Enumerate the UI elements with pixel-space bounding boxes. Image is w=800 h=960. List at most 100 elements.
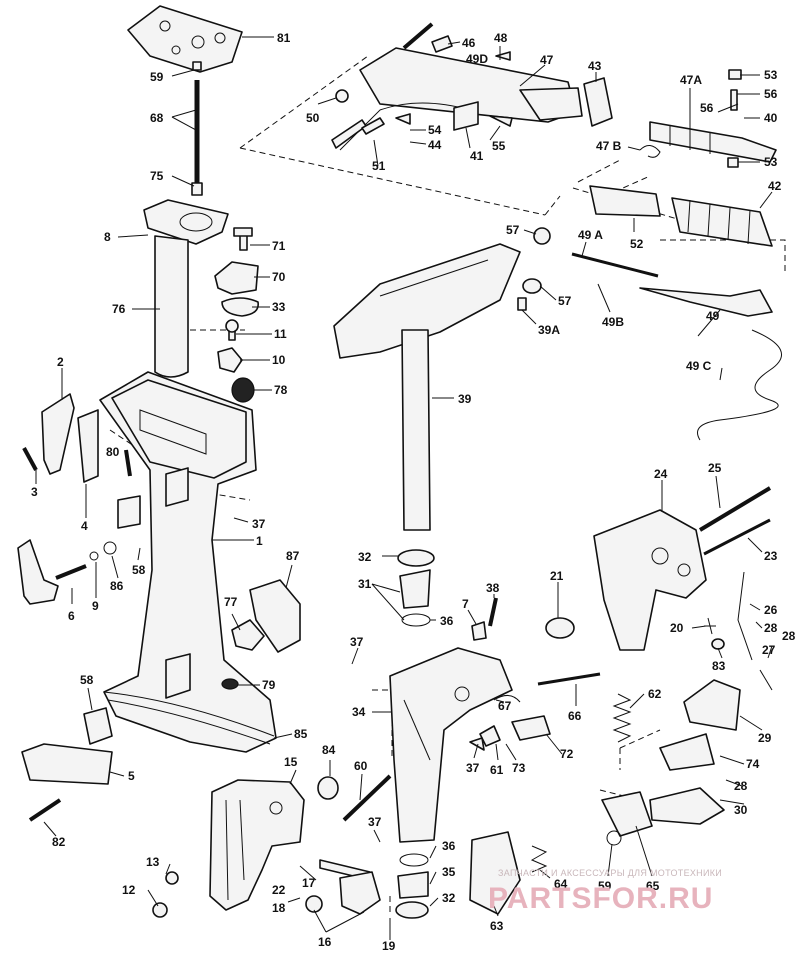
label-58-lower: 58 (80, 673, 94, 687)
label-76: 76 (112, 302, 126, 316)
label-26: 26 (764, 603, 778, 617)
label-42: 42 (768, 179, 782, 193)
label-60: 60 (354, 759, 368, 773)
label-63: 63 (490, 919, 504, 933)
clamp-bracket-center-part (389, 647, 513, 843)
label-19: 19 (382, 939, 396, 953)
label-28-right: 28 (782, 629, 796, 643)
label-21: 21 (550, 569, 564, 583)
grip-parts (589, 185, 773, 247)
label-79: 79 (262, 678, 276, 692)
label-65: 65 (646, 879, 660, 893)
label-33: 33 (272, 300, 286, 314)
stop-switch-parts (571, 252, 782, 441)
label-52: 52 (630, 237, 644, 251)
label-49d: 49D (466, 52, 488, 66)
label-37-mid: 37 (350, 635, 364, 649)
label-39: 39 (458, 392, 472, 406)
label-64: 64 (554, 877, 568, 891)
label-28-lower: 28 (734, 779, 748, 793)
label-54: 54 (428, 123, 442, 137)
label-28-upper: 28 (764, 621, 778, 635)
label-22: 22 (272, 883, 286, 897)
label-25: 25 (708, 461, 722, 475)
label-59-lower: 59 (598, 879, 612, 893)
label-46: 46 (462, 36, 476, 50)
bushing-parts (397, 549, 498, 641)
label-80: 80 (106, 445, 120, 459)
label-10: 10 (272, 353, 286, 367)
label-71: 71 (272, 239, 286, 253)
label-40: 40 (764, 111, 778, 125)
label-68: 68 (150, 111, 164, 125)
label-11: 11 (274, 327, 287, 341)
stern-bracket-left-part (209, 779, 305, 911)
throttle-shaft-parts (639, 69, 777, 168)
tilt-spring-parts (704, 571, 773, 691)
lower-small-parts (221, 579, 301, 690)
label-50: 50 (306, 111, 320, 125)
label-29: 29 (758, 731, 772, 745)
label-70: 70 (272, 270, 286, 284)
label-75: 75 (150, 169, 164, 183)
label-41: 41 (470, 149, 484, 163)
label-77: 77 (224, 595, 238, 609)
label-43: 43 (588, 59, 602, 73)
label-61: 61 (490, 763, 504, 777)
label-15: 15 (284, 755, 298, 769)
label-8: 8 (104, 230, 111, 244)
label-49: 49 (706, 309, 720, 323)
top-gasket-part (127, 5, 243, 73)
label-4: 4 (81, 519, 88, 533)
label-82: 82 (52, 835, 66, 849)
label-87: 87 (286, 549, 300, 563)
watermark-subtitle: ЗАПЧАСТИ И АКСЕССУАРЫ ДЛЯ МОТОТЕХНИКИ (498, 868, 722, 878)
left-bracket-parts (22, 393, 132, 483)
label-38: 38 (486, 581, 500, 595)
label-74: 74 (746, 757, 760, 771)
stern-bracket-right-part (545, 486, 772, 651)
tiller-arm-parts (331, 22, 613, 151)
label-49a: 49 A (578, 228, 603, 242)
label-30: 30 (734, 803, 748, 817)
label-49c: 49 C (686, 359, 712, 373)
label-62: 62 (648, 687, 662, 701)
label-48: 48 (494, 31, 508, 45)
label-53-upper: 53 (764, 68, 778, 82)
label-32-upper: 32 (358, 550, 372, 564)
label-81: 81 (277, 31, 291, 45)
label-66: 66 (568, 709, 582, 723)
label-16: 16 (318, 935, 332, 949)
label-67: 67 (498, 699, 512, 713)
clamp-small-parts (152, 859, 381, 918)
cover-small-parts (214, 227, 259, 403)
label-17: 17 (302, 876, 316, 890)
label-27: 27 (762, 643, 776, 657)
label-55: 55 (492, 139, 506, 153)
label-18: 18 (272, 901, 286, 915)
label-47a: 47A (680, 73, 702, 87)
label-13: 13 (146, 855, 160, 869)
watermark: ЗАПЧАСТИ И АКСЕССУАРЫ ДЛЯ МОТОТЕХНИКИ PA… (488, 868, 722, 915)
label-56-right: 56 (764, 87, 778, 101)
watermark-brand: PARTSFOR.RU (488, 882, 713, 915)
label-5: 5 (128, 769, 135, 783)
lower-bushing-parts (395, 831, 548, 919)
label-36-lower: 36 (442, 839, 456, 853)
tilt-lock-parts (469, 672, 601, 751)
washer-and-bolt-parts (317, 774, 392, 822)
label-23: 23 (764, 549, 778, 563)
label-57-upper: 57 (506, 223, 520, 237)
exhaust-tube-part (143, 199, 229, 378)
label-39a: 39A (538, 323, 560, 337)
label-7: 7 (462, 597, 469, 611)
label-36-upper: 36 (440, 614, 454, 628)
label-85: 85 (294, 727, 308, 741)
label-73: 73 (512, 761, 526, 775)
label-34: 34 (352, 705, 366, 719)
shift-lever-parts (17, 539, 117, 605)
label-57-lower: 57 (558, 294, 572, 308)
label-58-mid: 58 (132, 563, 146, 577)
label-3: 3 (31, 485, 38, 499)
